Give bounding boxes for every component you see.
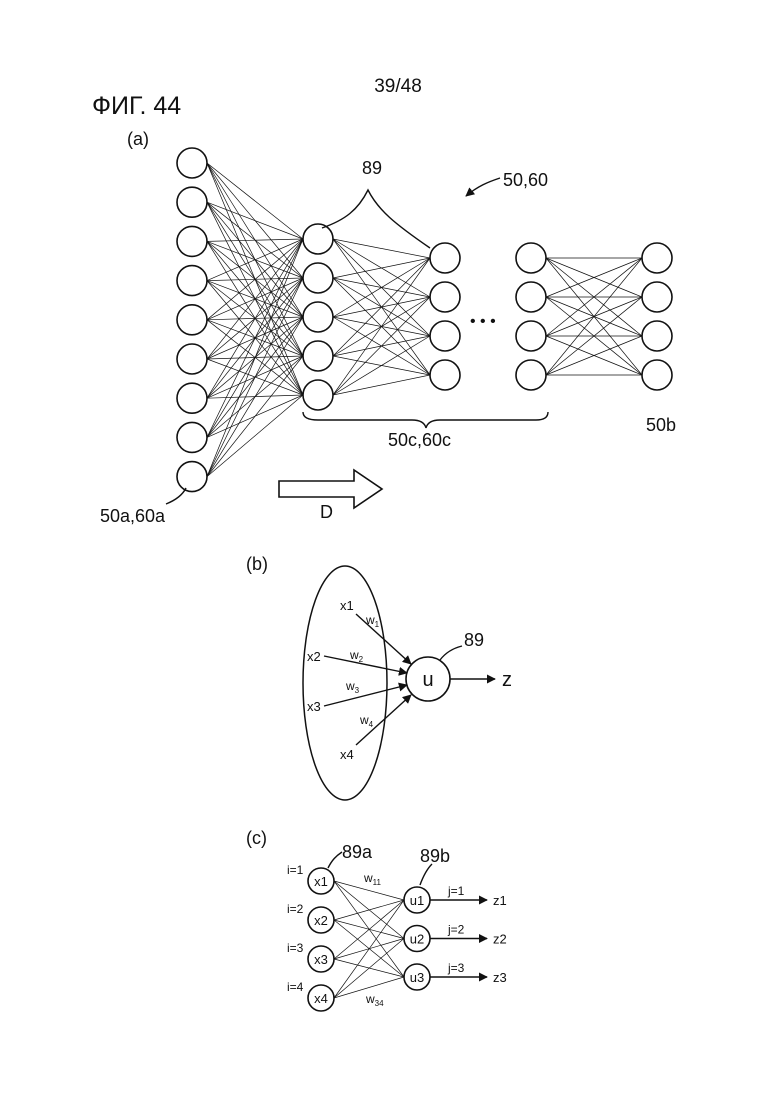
- figure-title: ФИГ. 44: [92, 92, 181, 120]
- weight-w1: w1: [365, 613, 380, 629]
- neuron-layer-3: [430, 282, 460, 312]
- neuron-layer-1: [177, 344, 207, 374]
- input-x2: x2: [307, 649, 321, 664]
- panel-c-input-nodes: x1 i=1 x2 i=2 x3 i=3 x4 i=4: [287, 863, 334, 1011]
- direction-label: D: [320, 502, 333, 522]
- neuron-layer-1: [177, 266, 207, 296]
- unit-node-label: u3: [410, 970, 424, 985]
- network-ref-leader: [466, 178, 500, 196]
- unit-ref: 89: [464, 630, 484, 650]
- neuron-layer-2: [303, 224, 333, 254]
- neuron-layer-2: [303, 263, 333, 293]
- weight-w11: w11: [363, 871, 382, 887]
- neuron-layer-4: [516, 360, 546, 390]
- hidden-layer-brace: [322, 190, 430, 248]
- neuron-layer-1: [177, 148, 207, 178]
- panel-b: (b) x1 x2 x3 x4 w1 w2 w3 w4 u z 89: [246, 554, 512, 800]
- connection-edge: [333, 239, 430, 258]
- input-x3: x3: [307, 699, 321, 714]
- neuron-layer-5: [642, 243, 672, 273]
- weight-w34: w34: [365, 992, 384, 1008]
- unit-nodes-ref: 89b: [420, 846, 450, 866]
- input-x1: x1: [340, 598, 354, 613]
- unit-output-label: z1: [493, 893, 507, 908]
- neuron-layer-4: [516, 282, 546, 312]
- neuron-layer-3: [430, 243, 460, 273]
- input-node-label: x2: [314, 913, 328, 928]
- input-layer-ref: 50a,60a: [100, 506, 166, 526]
- unit-label: u: [422, 669, 433, 691]
- input-index-label: i=1: [287, 863, 304, 877]
- unit-nodes-leader: [420, 864, 432, 885]
- input-index-label: i=4: [287, 980, 304, 994]
- panel-c: (c) 89a 89b x1 i=1 x2 i=2 x3 i=3 x4 i=4 u1 j=1 z1…: [246, 828, 507, 1011]
- neuron-layer-1: [177, 187, 207, 217]
- input-x4: x4: [340, 747, 354, 762]
- neuron-layer-1: [177, 383, 207, 413]
- unit-output-label: z3: [493, 970, 507, 985]
- neuron-layer-2: [303, 341, 333, 371]
- output-layer-ref: 50b: [646, 415, 676, 435]
- unit-index-label: j=3: [447, 961, 465, 975]
- neuron-layer-4: [516, 243, 546, 273]
- connection-edge: [333, 375, 430, 395]
- network-ref: 50,60: [503, 170, 548, 190]
- connection-edge: [333, 258, 430, 317]
- connection-edge: [333, 336, 430, 395]
- neuron-layer-1: [177, 462, 207, 492]
- neuron-layer-2: [303, 380, 333, 410]
- connection-edge: [207, 202, 303, 239]
- neuron-layer-3: [430, 321, 460, 351]
- panel-b-label: (b): [246, 554, 268, 574]
- middle-layers-ref: 50c,60c: [388, 430, 451, 450]
- connection-edge: [333, 258, 430, 356]
- weight-w3: w3: [345, 679, 360, 695]
- unit-index-label: j=1: [447, 884, 465, 898]
- output-label: z: [502, 669, 512, 691]
- panel-a-label: (a): [127, 129, 149, 149]
- connection-edge: [334, 900, 404, 920]
- neuron-layer-5: [642, 321, 672, 351]
- page-number: 39/48: [374, 76, 422, 97]
- neuron-layer-5: [642, 360, 672, 390]
- neuron-layer-5: [642, 282, 672, 312]
- input-index-label: i=2: [287, 902, 304, 916]
- input-node-label: x4: [314, 991, 328, 1006]
- unit-node-label: u1: [410, 893, 424, 908]
- connection-edge: [333, 297, 430, 395]
- neuron-layer-1: [177, 226, 207, 256]
- unit-node-label: u2: [410, 932, 424, 947]
- input-node-label: x3: [314, 952, 328, 967]
- input-edge-3: [324, 685, 407, 706]
- input-node-label: x1: [314, 874, 328, 889]
- unit-index-label: j=2: [447, 923, 465, 937]
- input-layer-leader: [166, 488, 186, 504]
- middle-layers-brace: [303, 412, 548, 428]
- input-edge-1: [356, 614, 411, 664]
- unit-ref-leader: [440, 646, 462, 660]
- panel-c-connections: [334, 881, 404, 998]
- hidden-neuron-ref: 89: [362, 158, 382, 178]
- layer-ellipsis: • • •: [470, 313, 496, 330]
- neuron-layer-4: [516, 321, 546, 351]
- unit-output-label: z2: [493, 932, 507, 947]
- input-edge-2: [324, 656, 407, 673]
- input-nodes-leader: [328, 852, 342, 868]
- connection-edge: [333, 258, 430, 278]
- connection-edge: [334, 900, 404, 998]
- connection-edge: [207, 163, 303, 239]
- connection-edge: [333, 258, 430, 395]
- neuron-layer-1: [177, 305, 207, 335]
- input-nodes-ref: 89a: [342, 842, 373, 862]
- neuron-layer-3: [430, 360, 460, 390]
- input-index-label: i=3: [287, 941, 304, 955]
- panel-a: (a) 89 50,60 • • • 50c,60c 50b 50a,60a D: [100, 129, 676, 526]
- neuron-layer-2: [303, 302, 333, 332]
- weight-w4: w4: [359, 713, 374, 729]
- panel-c-label: (c): [246, 828, 267, 848]
- weight-w2: w2: [349, 648, 364, 664]
- neuron-layer-1: [177, 422, 207, 452]
- panel-c-unit-nodes: u1 j=1 z1 u2 j=2 z2 u3 j=3 z3: [404, 884, 507, 990]
